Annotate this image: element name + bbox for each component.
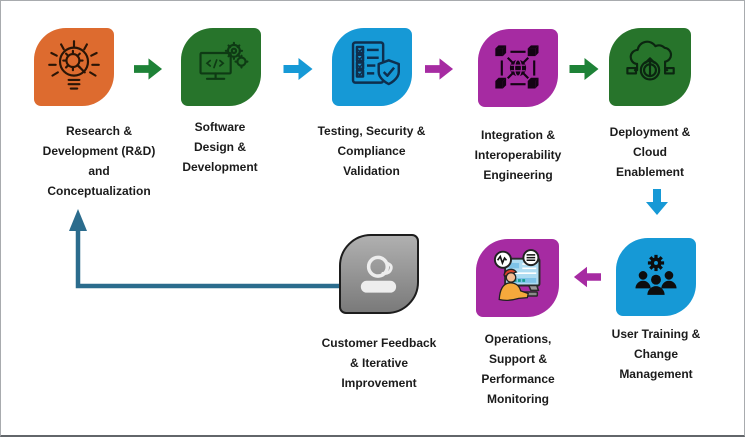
checklist-shield-icon xyxy=(343,38,401,96)
label-integration: Integration & Interoperability Engineeri… xyxy=(474,128,562,182)
label-research-development: Research & Development (R&D) and Concept… xyxy=(42,124,156,198)
label-testing-security: Testing, Security & Compliance Validatio… xyxy=(317,124,426,178)
tile-deployment xyxy=(609,28,691,106)
cloud-upload-icon xyxy=(622,39,678,95)
lightbulb-gear-icon xyxy=(46,39,102,95)
tile-operations xyxy=(476,239,559,317)
support-desk-icon xyxy=(489,249,547,307)
label-user-training: User Training & Change Management xyxy=(611,327,701,381)
label-customer-feedback: Customer Feedback & Iterative Improvemen… xyxy=(321,336,437,390)
arrow-research-to-design xyxy=(134,57,163,81)
arrow-testing-to-integration xyxy=(425,57,454,81)
tile-research-development xyxy=(34,28,114,106)
network-cubes-icon xyxy=(491,41,545,95)
team-gear-icon xyxy=(629,250,683,304)
label-software-design: Software Design & Development xyxy=(182,120,258,174)
monitor-gears-icon xyxy=(193,39,249,95)
tile-testing-security xyxy=(332,28,412,106)
arrow-training-to-operations xyxy=(573,265,601,289)
tile-integration xyxy=(478,29,558,107)
arrow-integration-to-deployment xyxy=(569,57,600,81)
tile-customer-feedback xyxy=(339,234,419,314)
label-operations: Operations, Support & Performance Monito… xyxy=(481,332,555,406)
arrow-design-to-testing xyxy=(283,57,314,81)
arrow-deployment-down xyxy=(642,189,672,216)
tile-user-training xyxy=(616,238,696,316)
headset-person-icon xyxy=(351,246,407,302)
label-deployment: Deployment & Cloud Enablement xyxy=(609,125,691,179)
feedback-loop-arrow xyxy=(56,199,351,299)
tile-software-design xyxy=(181,28,261,106)
